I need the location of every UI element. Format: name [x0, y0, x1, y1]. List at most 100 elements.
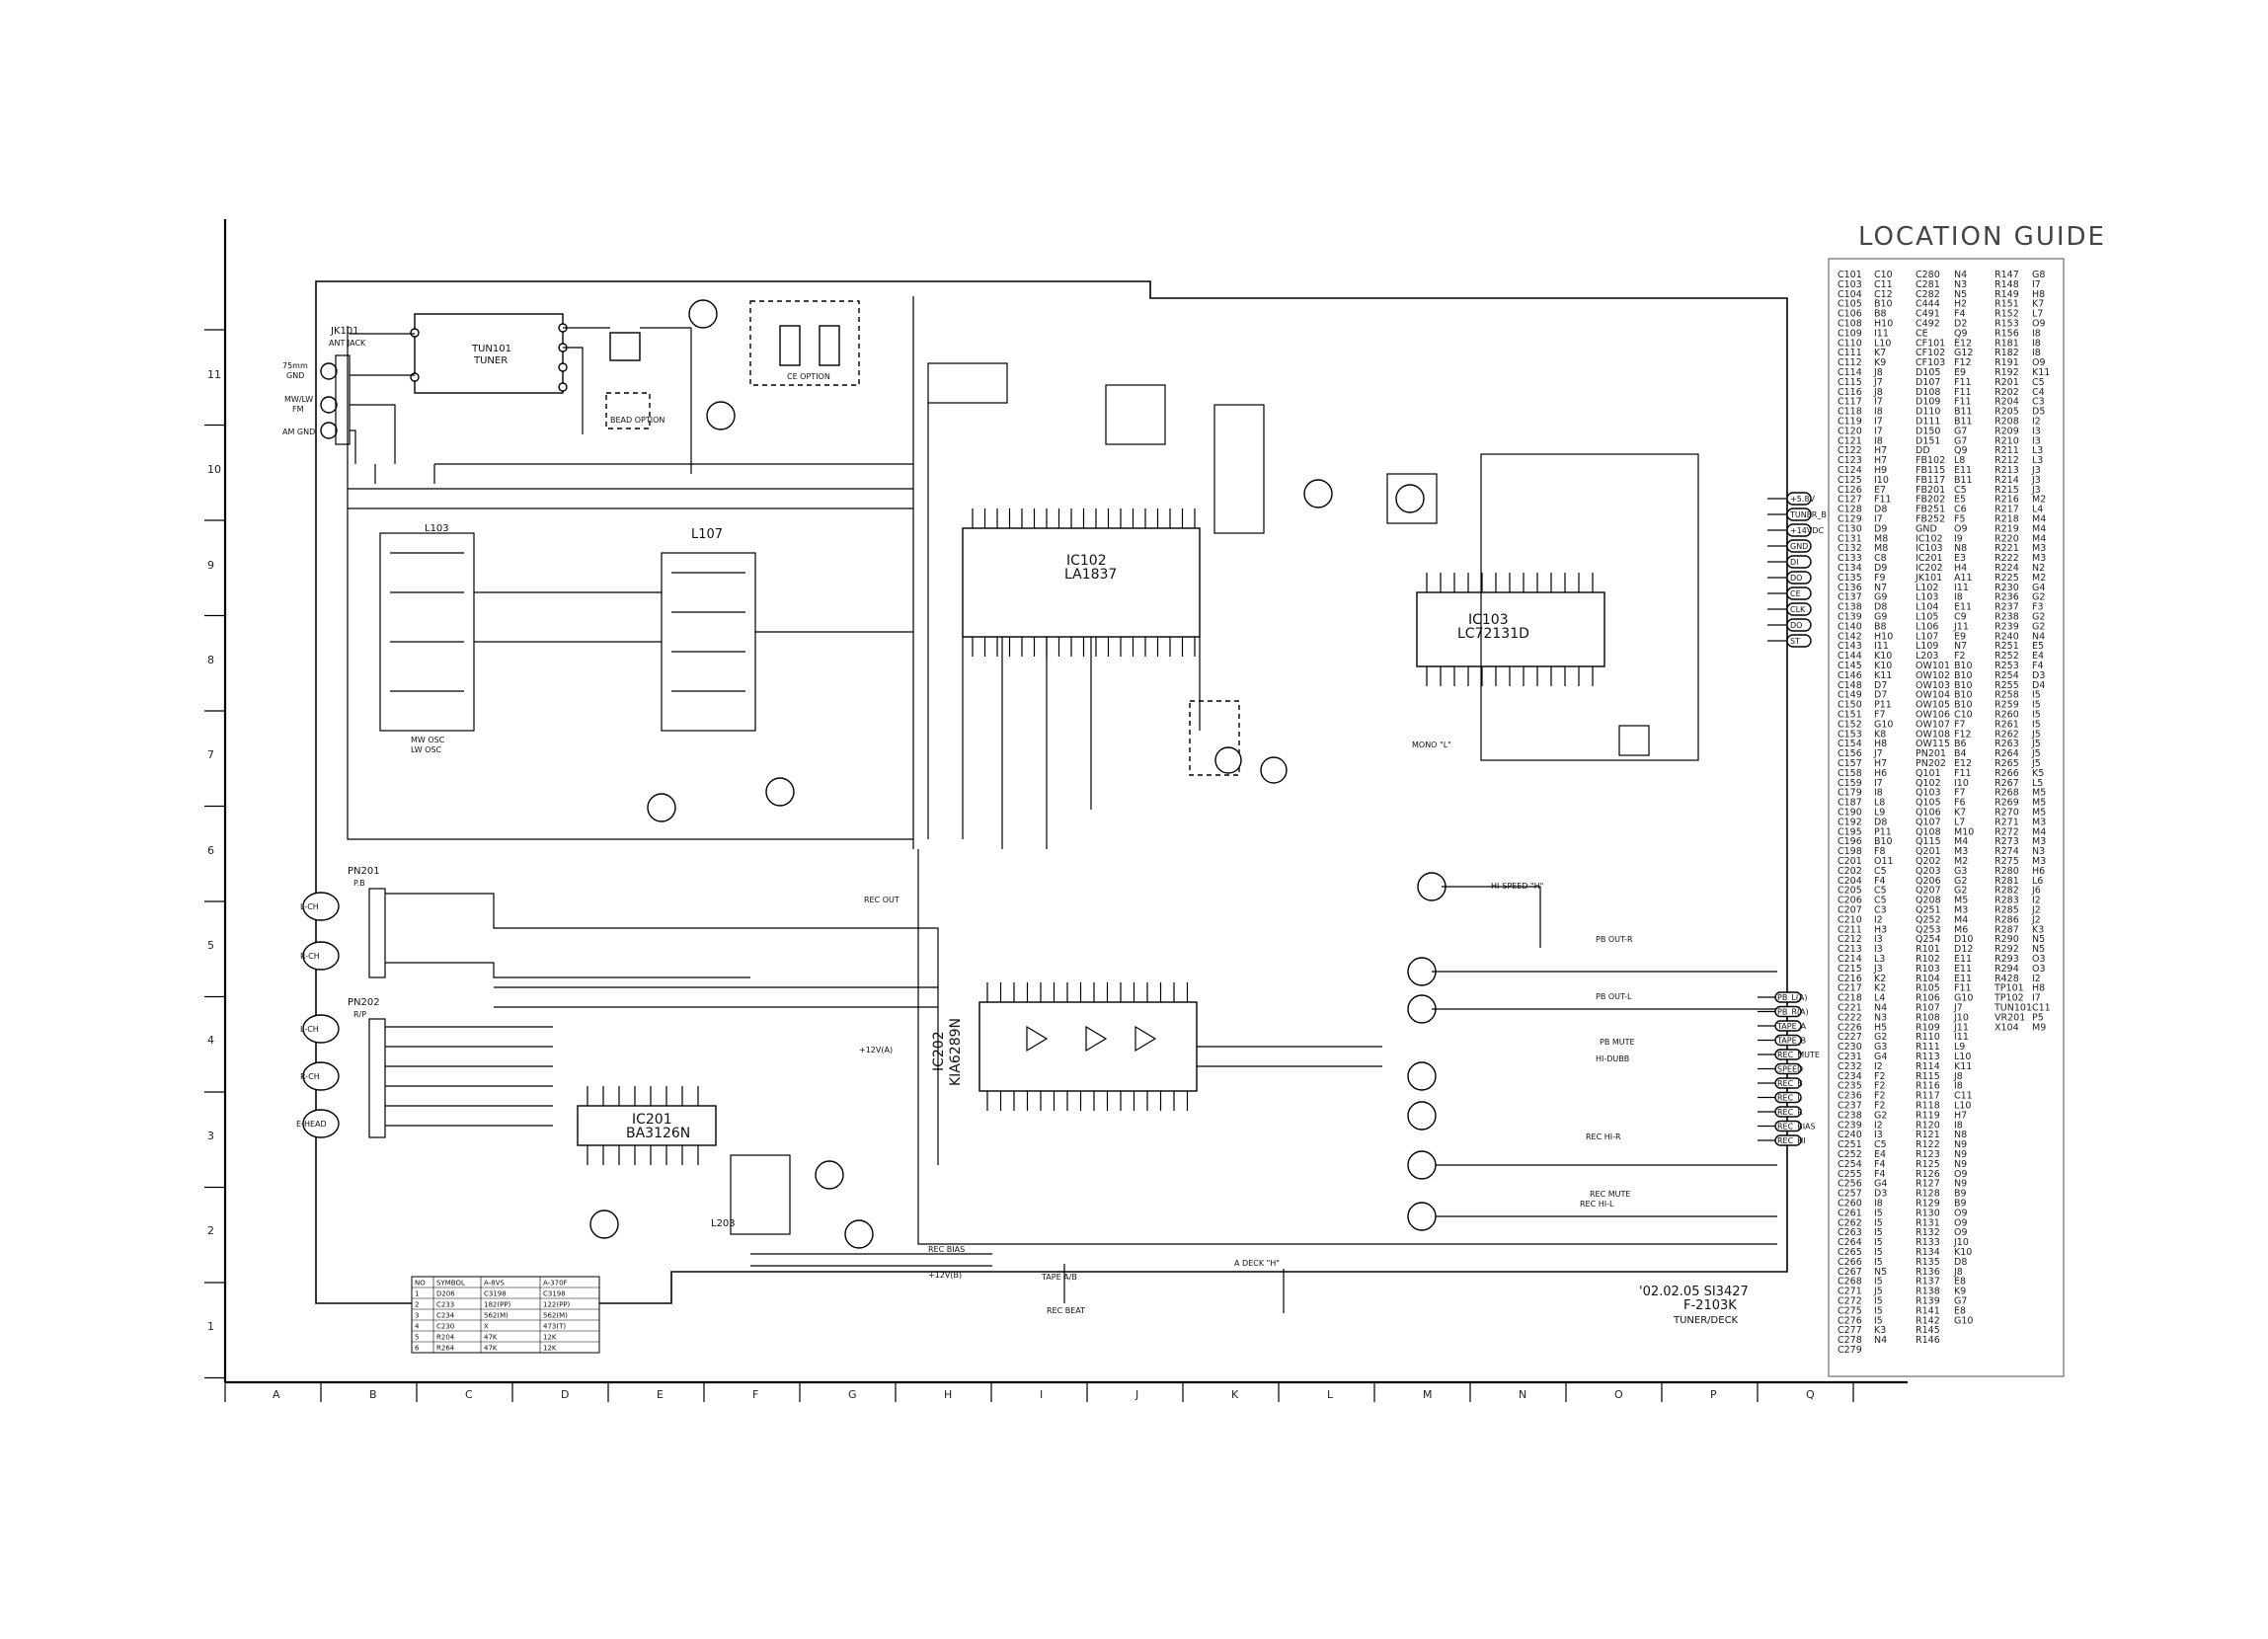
guide-entry: PN202	[1916, 758, 1946, 769]
guide-entry: N7	[1874, 583, 1887, 593]
guide-entry: D3	[1874, 1189, 1887, 1200]
transistor-q101	[688, 299, 718, 329]
guide-entry: C492	[1916, 319, 1940, 330]
guide-entry: D7	[1874, 680, 1887, 691]
row-label: 6	[207, 844, 214, 857]
guide-entry: E11	[1954, 954, 1972, 965]
col-label: I	[1040, 1388, 1043, 1401]
guide-entry: J5	[2031, 748, 2041, 759]
guide-entry: R116	[1916, 1081, 1940, 1092]
deck-pin-label: TAPE_A	[1776, 1022, 1807, 1031]
guide-entry: R134	[1916, 1247, 1940, 1258]
guide-entry: M4	[2032, 514, 2046, 525]
deck-pin-label: PB_L(A)	[1777, 993, 1807, 1002]
table-cell: 47K	[484, 1334, 498, 1342]
guide-entry: Q203	[1916, 866, 1941, 877]
guide-entry: R147	[1994, 270, 2019, 280]
guide-entry: D150	[1916, 426, 1940, 436]
option-label: BEAD OPTION	[610, 416, 665, 425]
guide-entry: C202	[1838, 866, 1862, 877]
guide-entry: M4	[2032, 533, 2046, 544]
connector-pin-label: GND	[1790, 542, 1808, 551]
ant-label: AM GND	[282, 428, 315, 436]
guide-entry: O9	[1954, 1208, 1968, 1218]
guide-entry: R131	[1916, 1217, 1940, 1228]
guide-entry: M3	[2032, 836, 2046, 847]
guide-entry: H7	[1874, 758, 1887, 769]
ic103-ref: IC103	[1468, 612, 1509, 628]
location-guide: LOCATION GUIDE C101C103C104C105C106C108C…	[1828, 222, 2104, 1377]
guide-entry: F4	[1954, 309, 1966, 320]
guide-entry: I5	[2032, 719, 2041, 730]
col-label: M	[1423, 1388, 1433, 1401]
guide-entry: R123	[1916, 1149, 1940, 1160]
guide-entry: N4	[1874, 1335, 1887, 1346]
tuner-section: TUN101 TUNER JK101 ANT JACK 75mm GND MW/…	[282, 299, 913, 484]
guide-entry: C134	[1838, 563, 1862, 574]
guide-entry: C126	[1838, 485, 1862, 496]
guide-entry: C120	[1838, 426, 1862, 436]
guide-entry: IC201	[1916, 553, 1943, 564]
guide-entry: R210	[1994, 435, 2019, 446]
guide-entry: R267	[1994, 778, 2019, 789]
guide-entry: R130	[1916, 1208, 1940, 1218]
guide-entry: C3	[1874, 905, 1887, 916]
guide-entry: C5	[2032, 377, 2045, 388]
guide-entry: H10	[1874, 319, 1893, 330]
guide-entry: G4	[1874, 1179, 1887, 1190]
guide-entry: C140	[1838, 621, 1862, 632]
guide-entry: OW115	[1916, 739, 1950, 749]
guide-entry: R268	[1994, 788, 2019, 799]
guide-entry: OW101	[1916, 661, 1950, 671]
guide-entry: R218	[1994, 514, 2019, 525]
guide-entry: R101	[1916, 944, 1940, 955]
guide-entry: M4	[1954, 836, 1968, 847]
deck-pin: REC_B	[1758, 1077, 1803, 1089]
guide-entry: E4	[2032, 651, 2044, 662]
signal-label: PB OUT-L	[1596, 992, 1632, 1001]
col-label: D	[561, 1388, 569, 1401]
guide-entry: I8	[1874, 407, 1883, 418]
guide-entry: L4	[1874, 993, 1885, 1004]
guide-entry: OW103	[1916, 680, 1950, 691]
guide-entry: E11	[1954, 602, 1972, 613]
guide-entry: I2	[2032, 417, 2041, 428]
guide-entry: J2	[2031, 905, 2041, 916]
guide-entry: GND	[1916, 523, 1937, 534]
guide-entry: N8	[1954, 543, 1967, 554]
guide-entry: G10	[1954, 993, 1973, 1004]
guide-entry: J11	[1953, 1022, 1969, 1033]
guide-entry: D9	[1874, 523, 1887, 534]
guide-entry: R118	[1916, 1101, 1940, 1112]
table-cell: 47K	[484, 1345, 498, 1353]
guide-entry: G2	[2032, 612, 2045, 623]
guide-entry: R222	[1994, 553, 2019, 564]
guide-entry: L5	[2032, 778, 2043, 789]
guide-entry: H7	[1874, 445, 1887, 456]
guide-entry: C119	[1838, 417, 1862, 428]
transistor-q208	[844, 1219, 874, 1249]
guide-entry: M6	[1954, 924, 1968, 935]
guide-entry: R208	[1994, 417, 2019, 428]
head-label: R-CH	[300, 1072, 320, 1081]
guide-entry: C124	[1838, 465, 1862, 476]
guide-entry: R102	[1916, 954, 1940, 965]
guide-entry: D5	[2032, 407, 2045, 418]
guide-entry: R240	[1994, 631, 2019, 642]
connector-pin: ST	[1767, 634, 1812, 648]
deck-pin-label: REC_MUTE	[1777, 1051, 1820, 1059]
guide-entry: N4	[1874, 1003, 1887, 1014]
table-cell: C230	[436, 1323, 454, 1331]
guide-entry: OW107	[1916, 719, 1950, 730]
guide-entry: O9	[1954, 1217, 1968, 1228]
guide-entry: M2	[2032, 495, 2046, 506]
transistor-q107	[1214, 746, 1242, 774]
guide-entry: H8	[1874, 739, 1887, 749]
guide-entry: C257	[1838, 1189, 1862, 1200]
guide-entry: C282	[1916, 289, 1940, 300]
guide-entry: C236	[1838, 1091, 1862, 1102]
row-label: 5	[207, 939, 214, 952]
row-label: 4	[207, 1034, 214, 1047]
guide-entry: L109	[1916, 641, 1938, 652]
guide-entry: L7	[2032, 309, 2043, 320]
